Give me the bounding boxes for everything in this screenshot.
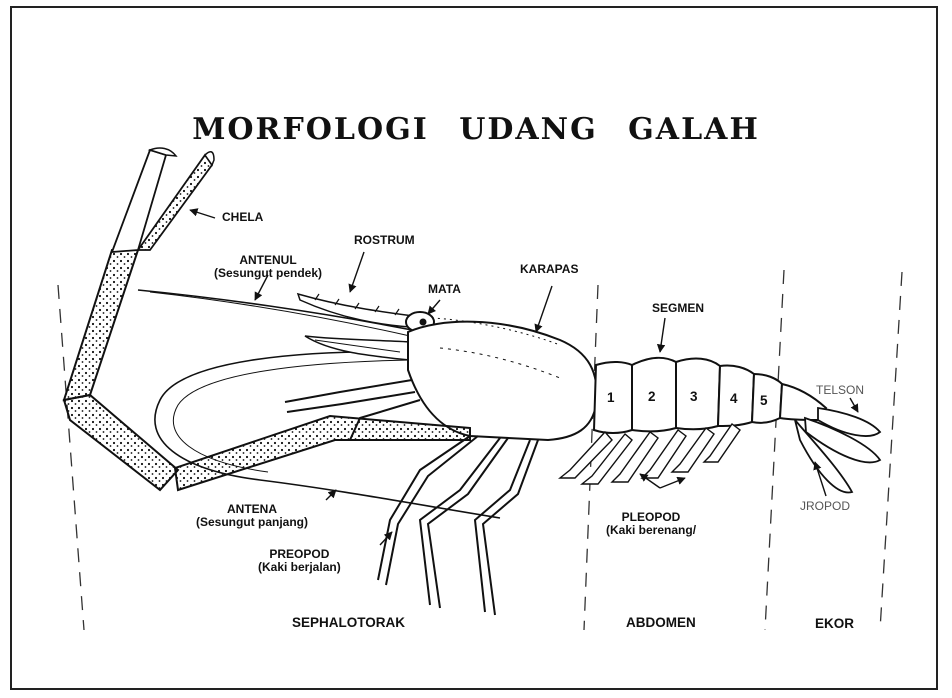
label-pleopod-sub: (Kaki berenang/: [606, 524, 696, 537]
label-preopod: PREOPOD (Kaki berjalan): [258, 548, 341, 574]
label-antenul-sub: (Sesungut pendek): [214, 267, 322, 280]
pleopods: [560, 424, 740, 484]
abdomen-segments: [594, 358, 826, 433]
label-rostrum: ROSTRUM: [354, 234, 415, 247]
label-telson: TELSON: [816, 384, 864, 397]
label-antena: ANTENA (Sesungut panjang): [196, 503, 308, 529]
label-karapas: KARAPAS: [520, 263, 578, 276]
segment-number-5: 5: [760, 394, 768, 407]
label-sephalotorak: SEPHALOTORAK: [292, 616, 405, 629]
karapas-shape: [408, 322, 597, 440]
label-abdomen: ABDOMEN: [626, 616, 696, 629]
label-uropod: JROPOD: [800, 500, 850, 513]
segment-number-2: 2: [648, 390, 656, 403]
segment-number-1: 1: [607, 391, 615, 404]
segment-number-4: 4: [730, 392, 738, 405]
divider-left: [58, 285, 84, 630]
label-preopod-sub: (Kaki berjalan): [258, 561, 341, 574]
segment-number-3: 3: [690, 390, 698, 403]
label-segmen: SEGMEN: [652, 302, 704, 315]
scale-shape: [305, 336, 412, 360]
label-ekor: EKOR: [815, 617, 854, 630]
label-pleopod: PLEOPOD (Kaki berenang/: [606, 511, 696, 537]
tail-fan: [795, 408, 880, 492]
divider-right: [880, 272, 902, 630]
label-antena-sub: (Sesungut panjang): [196, 516, 308, 529]
label-antenul: ANTENUL (Sesungut pendek): [214, 254, 322, 280]
label-mata: MATA: [428, 283, 461, 296]
label-chela: CHELA: [222, 211, 263, 224]
divider-abdomen-tail: [765, 270, 784, 630]
